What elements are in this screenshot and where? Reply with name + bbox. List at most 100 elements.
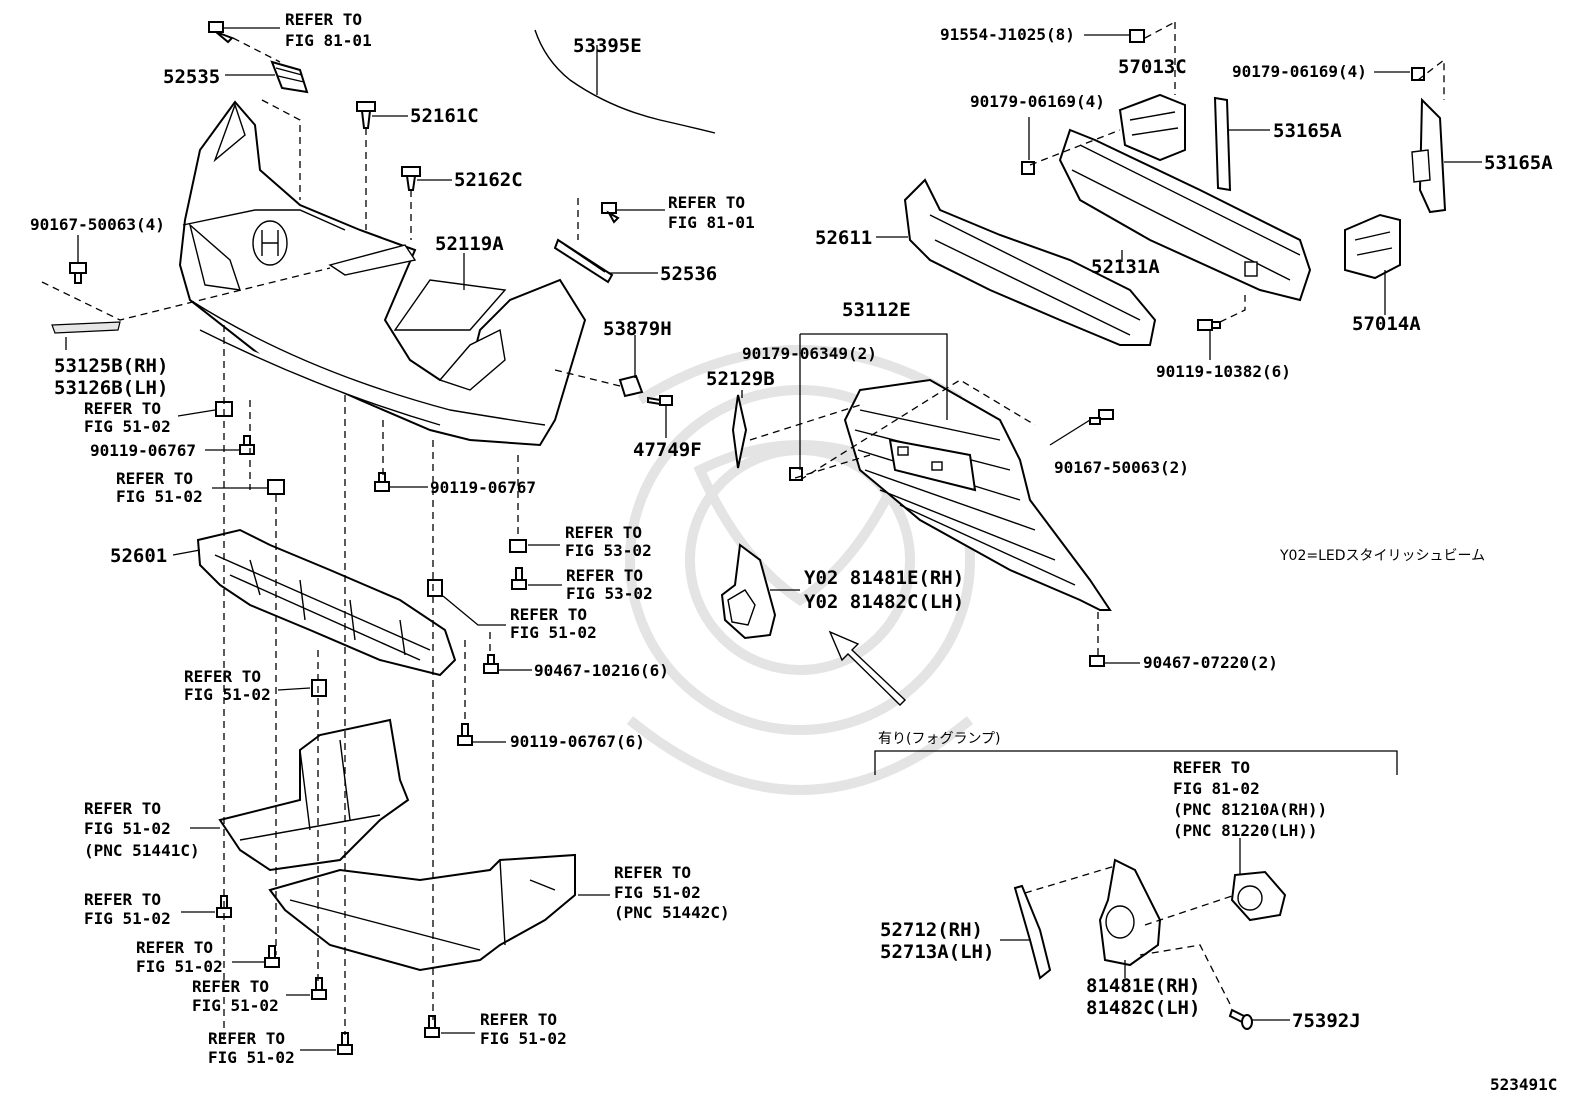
label-52611: 52611 [815, 227, 872, 249]
bracket-57013c-drawing [1118, 93, 1186, 162]
label-57013c: 57013C [1118, 56, 1187, 78]
nut-90467-07220-drawing [1089, 655, 1105, 667]
label-90167-50063-2: 90167-50063(2) [1054, 458, 1189, 477]
nut-91554-drawing [1129, 29, 1145, 43]
label-refer-to-51-02-k: REFER TO [614, 863, 691, 882]
label-pnc-51442c: (PNC 51442C) [614, 903, 730, 922]
label-fig-51-02-a: FIG 51-02 [84, 417, 171, 436]
label-pnc-51441c: (PNC 51441C) [84, 841, 200, 860]
part-labels: REFER TO FIG 81-01 52535 52161C 52162C 5… [30, 10, 1557, 1094]
label-90467-10216: 90467-10216(6) [534, 661, 669, 680]
label-refer-to-51-02-h: REFER TO [192, 977, 269, 996]
bracket-53165a-a-drawing [1213, 96, 1232, 192]
label-refer-to-51-02-d: REFER TO [184, 667, 261, 686]
label-53165a-a: 53165A [1273, 120, 1342, 142]
label-refer-to-51-02-a: REFER TO [84, 399, 161, 418]
bracket-53165a-b-drawing [1411, 97, 1447, 214]
label-fig-51-02-e: FIG 51-02 [84, 819, 171, 838]
label-fig-51-02-f: FIG 51-02 [84, 909, 171, 928]
bolt-lower-e-drawing [424, 1015, 440, 1038]
label-fig-51-02-j: FIG 51-02 [480, 1029, 567, 1048]
label-90467-07220: 90467-07220(2) [1143, 653, 1278, 672]
bolt-90119-06767-6-drawing [457, 723, 473, 746]
label-fig-53-02-b: FIG 53-02 [566, 584, 653, 603]
label-53879h: 53879H [603, 318, 672, 340]
label-refer-to-81-01-a: REFER TO [285, 10, 362, 29]
clip-52162c-drawing [401, 166, 421, 191]
label-refer-to-53-02-a: REFER TO [565, 523, 642, 542]
label-52601: 52601 [110, 545, 167, 567]
engine-cover-51441c-drawing [218, 718, 410, 872]
bolt-90167-50063-2-drawing [1089, 409, 1114, 425]
clip-53879h-drawing [618, 374, 644, 398]
label-81482c: 81482C(LH) [1086, 997, 1200, 1019]
bezel-81481e-drawing [1098, 858, 1162, 967]
bolt-lower-b-drawing [264, 945, 280, 968]
label-fig-51-02-c: FIG 51-02 [510, 623, 597, 642]
label-fig-51-02-b: FIG 51-02 [116, 487, 203, 506]
label-refer-to-51-02-f: REFER TO [84, 890, 161, 909]
label-75392j: 75392J [1292, 1010, 1361, 1032]
label-52161c: 52161C [410, 105, 479, 127]
label-53125b: 53125B(RH) [54, 355, 168, 377]
label-47749f: 47749F [633, 439, 702, 461]
undertray-52601-drawing [196, 528, 457, 677]
bumper-cover-drawing [178, 100, 587, 447]
screw-ref-81-01-a-drawing [208, 21, 234, 44]
fog-lamp-note: 有り(フォグランプ) [878, 731, 1001, 747]
clip-ref-51-02-c-drawing [427, 579, 443, 597]
clip-ref-51-02-b-drawing [267, 479, 285, 495]
label-fig-51-02-g: FIG 51-02 [136, 957, 223, 976]
label-90119-06767-b: 90119-06767 [430, 478, 536, 497]
label-fig-51-02-d: FIG 51-02 [184, 685, 271, 704]
label-57014a: 57014A [1352, 313, 1421, 335]
grille-53112e-drawing [843, 378, 1112, 611]
dashed-assembly-lines [41, 21, 1445, 1040]
screw-75392j-drawing [1228, 1008, 1253, 1030]
label-y02-81481e: Y02 81481E(RH) [804, 567, 964, 589]
label-pnc-81210a: (PNC 81210A(RH)) [1173, 800, 1327, 819]
label-90167-50063-4: 90167-50063(4) [30, 215, 165, 234]
label-90119-10382: 90119-10382(6) [1156, 362, 1291, 381]
label-refer-to-51-02-g: REFER TO [136, 938, 213, 957]
cover-53125b-drawing [51, 321, 121, 334]
label-90179-06349: 90179-06349(2) [742, 344, 877, 363]
label-fig-51-02-k: FIG 51-02 [614, 883, 701, 902]
bolt-lower-d-drawing [337, 1032, 353, 1055]
label-81481e: 81481E(RH) [1086, 975, 1200, 997]
label-refer-to-51-02-j: REFER TO [480, 1010, 557, 1029]
bolt-ref-53-02-b-drawing [511, 567, 527, 590]
label-refer-to-51-02-b: REFER TO [116, 469, 193, 488]
absorber-52611-drawing [903, 178, 1157, 346]
label-52536: 52536 [660, 263, 717, 285]
label-52131a: 52131A [1091, 256, 1160, 278]
nut-90179-06169-b-drawing [1411, 67, 1425, 81]
label-53395e: 53395E [573, 35, 642, 57]
label-53126b: 53126B(LH) [54, 377, 168, 399]
clip-ref-53-02-a-drawing [509, 539, 527, 553]
label-53165a-b: 53165A [1484, 152, 1553, 174]
label-y02-81482c: Y02 81482C(LH) [804, 591, 964, 613]
fog-lamp-bracket-line [874, 750, 1398, 775]
molding-52129b-drawing [731, 394, 748, 469]
label-refer-to-81-02: REFER TO [1173, 758, 1250, 777]
y02-note: Y02=LEDスタイリッシュビーム [1279, 548, 1485, 564]
engine-cover-51442c-drawing [268, 853, 576, 972]
label-91554-j1025: 91554-J1025(8) [940, 25, 1075, 44]
label-52129b: 52129B [706, 368, 775, 390]
bolt-90119-10382-drawing [1197, 319, 1221, 331]
label-52713a: 52713A(LH) [880, 941, 994, 963]
label-52162c: 52162C [454, 169, 523, 191]
label-fig-53-02-a: FIG 53-02 [565, 541, 652, 560]
label-refer-to-51-02-e: REFER TO [84, 799, 161, 818]
label-fig-51-02-i: FIG 51-02 [208, 1048, 295, 1067]
label-pnc-81220: (PNC 81220(LH)) [1173, 821, 1318, 840]
view-arrow-drawing [828, 630, 907, 706]
bolt-90119-06767-b-drawing [374, 472, 390, 492]
clip-ref-51-02-d-drawing [311, 679, 327, 697]
label-90179-06169-b: 90179-06169(4) [1232, 62, 1367, 81]
retainer-52535-drawing [270, 60, 309, 94]
label-refer-to-53-02-b: REFER TO [566, 566, 643, 585]
clip-52161c-drawing [356, 101, 376, 129]
bracket-57014a-drawing [1344, 213, 1401, 280]
